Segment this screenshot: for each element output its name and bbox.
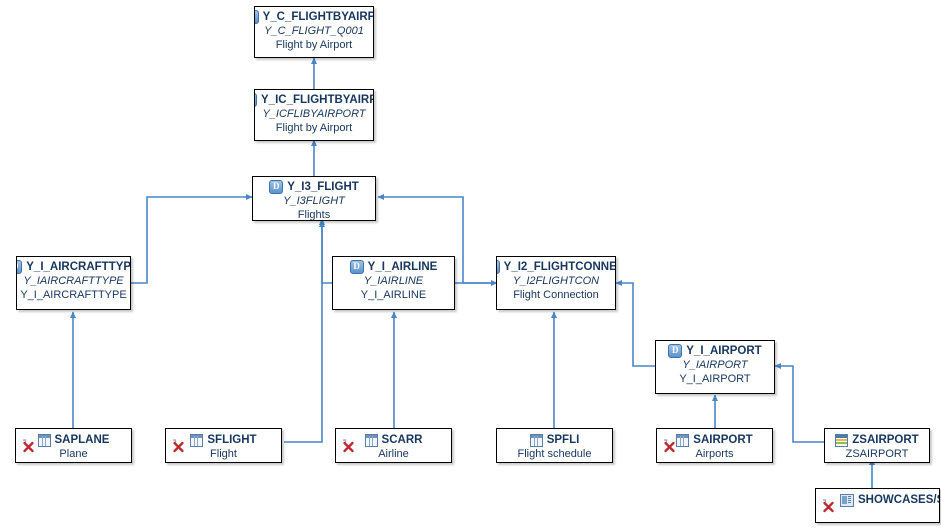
node-title-row: SHOWCASES/SC... <box>816 489 939 507</box>
cds-d-icon: D <box>255 10 259 24</box>
node-description: Flights <box>297 209 331 221</box>
node-name: SAPLANE <box>54 434 110 446</box>
table-grid-color-icon <box>835 433 849 447</box>
node-title-row: SAPLANE <box>16 429 131 447</box>
node-zsairport[interactable]: ZSAIRPORT ZSAIRPORT <box>824 428 930 463</box>
node-y-ic-flightbyairport[interactable]: D Y_IC_FLIGHTBYAIRP... Y_ICFLIBYAIRPORT … <box>254 89 374 141</box>
node-title-row: SFLIGHT <box>166 429 281 447</box>
node-description: Flight schedule <box>517 448 592 460</box>
node-description: Flight Connection <box>513 289 599 301</box>
node-name: ZSAIRPORT <box>852 434 919 446</box>
node-title-row: D Y_I_AIRPORT <box>656 341 774 358</box>
node-y-i3-flight[interactable]: D Y_I3_FLIGHT Y_I3FLIGHT Flights <box>252 176 376 221</box>
node-title-row: SPFLI <box>497 429 612 447</box>
node-title-row: ZSAIRPORT <box>825 429 929 447</box>
node-title-row: SAIRPORT <box>657 429 772 447</box>
node-technical-name: Y_ICFLIBYAIRPORT <box>262 108 366 120</box>
node-name: Y_I_AIRPORT <box>686 345 762 357</box>
node-y-i-aircrafttype[interactable]: D Y_I_AIRCRAFTTYPE Y_IAIRCRAFTTYPE Y_I_A… <box>16 256 131 310</box>
error-x-icon <box>171 438 186 453</box>
cds-d-icon: D <box>349 260 364 274</box>
node-description: Flight by Airport <box>275 39 353 51</box>
node-description: Flight by Airport <box>275 122 353 134</box>
node-title-row: D Y_I2_FLIGHTCONNE... <box>497 257 615 274</box>
node-y-i-airline[interactable]: D Y_I_AIRLINE Y_IAIRLINE Y_I_AIRLINE <box>332 256 455 310</box>
table-grid-icon <box>364 433 378 447</box>
node-name: Y_I_AIRCRAFTTYPE <box>26 261 131 273</box>
table-grid-icon <box>37 433 51 447</box>
node-name: SHOWCASES/SC... <box>858 494 939 506</box>
edge-sflight-to-i3flight <box>284 220 325 443</box>
node-title-row: D Y_I_AIRCRAFTTYPE <box>17 257 130 274</box>
node-name: SFLIGHT <box>207 434 257 446</box>
node-sflight[interactable]: SFLIGHT Flight <box>165 428 282 463</box>
cds-d-icon: D <box>269 180 284 194</box>
cds-d-icon: D <box>668 344 683 358</box>
edge-airport-to-flightconnection <box>615 280 655 367</box>
node-name: Y_I3_FLIGHT <box>287 181 359 193</box>
node-showcases-package[interactable]: SHOWCASES/SC... <box>815 488 940 523</box>
table-grid-icon <box>529 433 543 447</box>
table-grid-icon <box>190 433 204 447</box>
node-description: Flight <box>210 448 237 460</box>
node-description: Airports <box>695 448 734 460</box>
node-title-row: SCARR <box>336 429 451 447</box>
error-x-icon <box>341 438 356 453</box>
error-x-icon <box>21 438 36 453</box>
error-x-icon <box>821 498 836 513</box>
node-name: Y_I_AIRLINE <box>367 261 438 273</box>
node-title-row: D Y_I3_FLIGHT <box>253 177 375 194</box>
node-title-row: D Y_I_AIRLINE <box>333 257 454 274</box>
node-technical-name: Y_IAIRCRAFTTYPE <box>23 275 124 287</box>
node-technical-name: Y_IAIRPORT <box>682 359 748 371</box>
edge-aircrafttype-to-i3flight <box>131 194 253 284</box>
node-y-i2-flightconnection[interactable]: D Y_I2_FLIGHTCONNE... Y_I2FLIGHTCON Flig… <box>496 256 616 310</box>
node-description: ZSAIRPORT <box>845 448 909 460</box>
node-name: SPFLI <box>546 434 580 446</box>
node-name: Y_C_FLIGHTBYAIRP... <box>262 11 374 23</box>
node-technical-name: Y_C_FLIGHT_Q001 <box>264 25 364 37</box>
node-description: Y_I_AIRLINE <box>360 289 427 301</box>
node-description: Y_I_AIRCRAFTTYPE <box>20 289 127 301</box>
node-saplane[interactable]: SAPLANE Plane <box>15 428 132 463</box>
cds-d-icon: D <box>255 93 258 107</box>
package-app-icon <box>840 493 854 507</box>
edge-zsairport-to-airport <box>774 363 824 443</box>
node-technical-name: Y_I2FLIGHTCON <box>512 275 600 287</box>
node-description: Airline <box>378 448 409 460</box>
node-spfli[interactable]: SPFLI Flight schedule <box>496 428 613 463</box>
cds-d-icon: D <box>497 260 500 274</box>
table-grid-icon <box>676 433 690 447</box>
edge-airline-to-i3flight <box>319 218 332 284</box>
node-name: SAIRPORT <box>693 434 753 446</box>
node-sairport[interactable]: SAIRPORT Airports <box>656 428 773 463</box>
node-scarr[interactable]: SCARR Airline <box>335 428 452 463</box>
node-y-i-airport[interactable]: D Y_I_AIRPORT Y_IAIRPORT Y_I_AIRPORT <box>655 340 775 394</box>
node-technical-name: Y_IAIRLINE <box>363 275 424 287</box>
node-description: Y_I_AIRPORT <box>679 373 751 385</box>
error-x-icon <box>662 438 677 453</box>
node-name: SCARR <box>381 434 423 446</box>
node-description: Plane <box>59 448 88 460</box>
cds-d-icon: D <box>17 260 23 274</box>
node-y-c-flightbyairport[interactable]: D Y_C_FLIGHTBYAIRP... Y_C_FLIGHT_Q001 Fl… <box>254 6 374 58</box>
node-title-row: D Y_C_FLIGHTBYAIRP... <box>255 7 373 24</box>
node-name: Y_I2_FLIGHTCONNE... <box>503 261 616 273</box>
node-name: Y_IC_FLIGHTBYAIRP... <box>261 94 374 106</box>
node-title-row: D Y_IC_FLIGHTBYAIRP... <box>255 90 373 107</box>
node-technical-name: Y_I3FLIGHT <box>283 195 345 207</box>
